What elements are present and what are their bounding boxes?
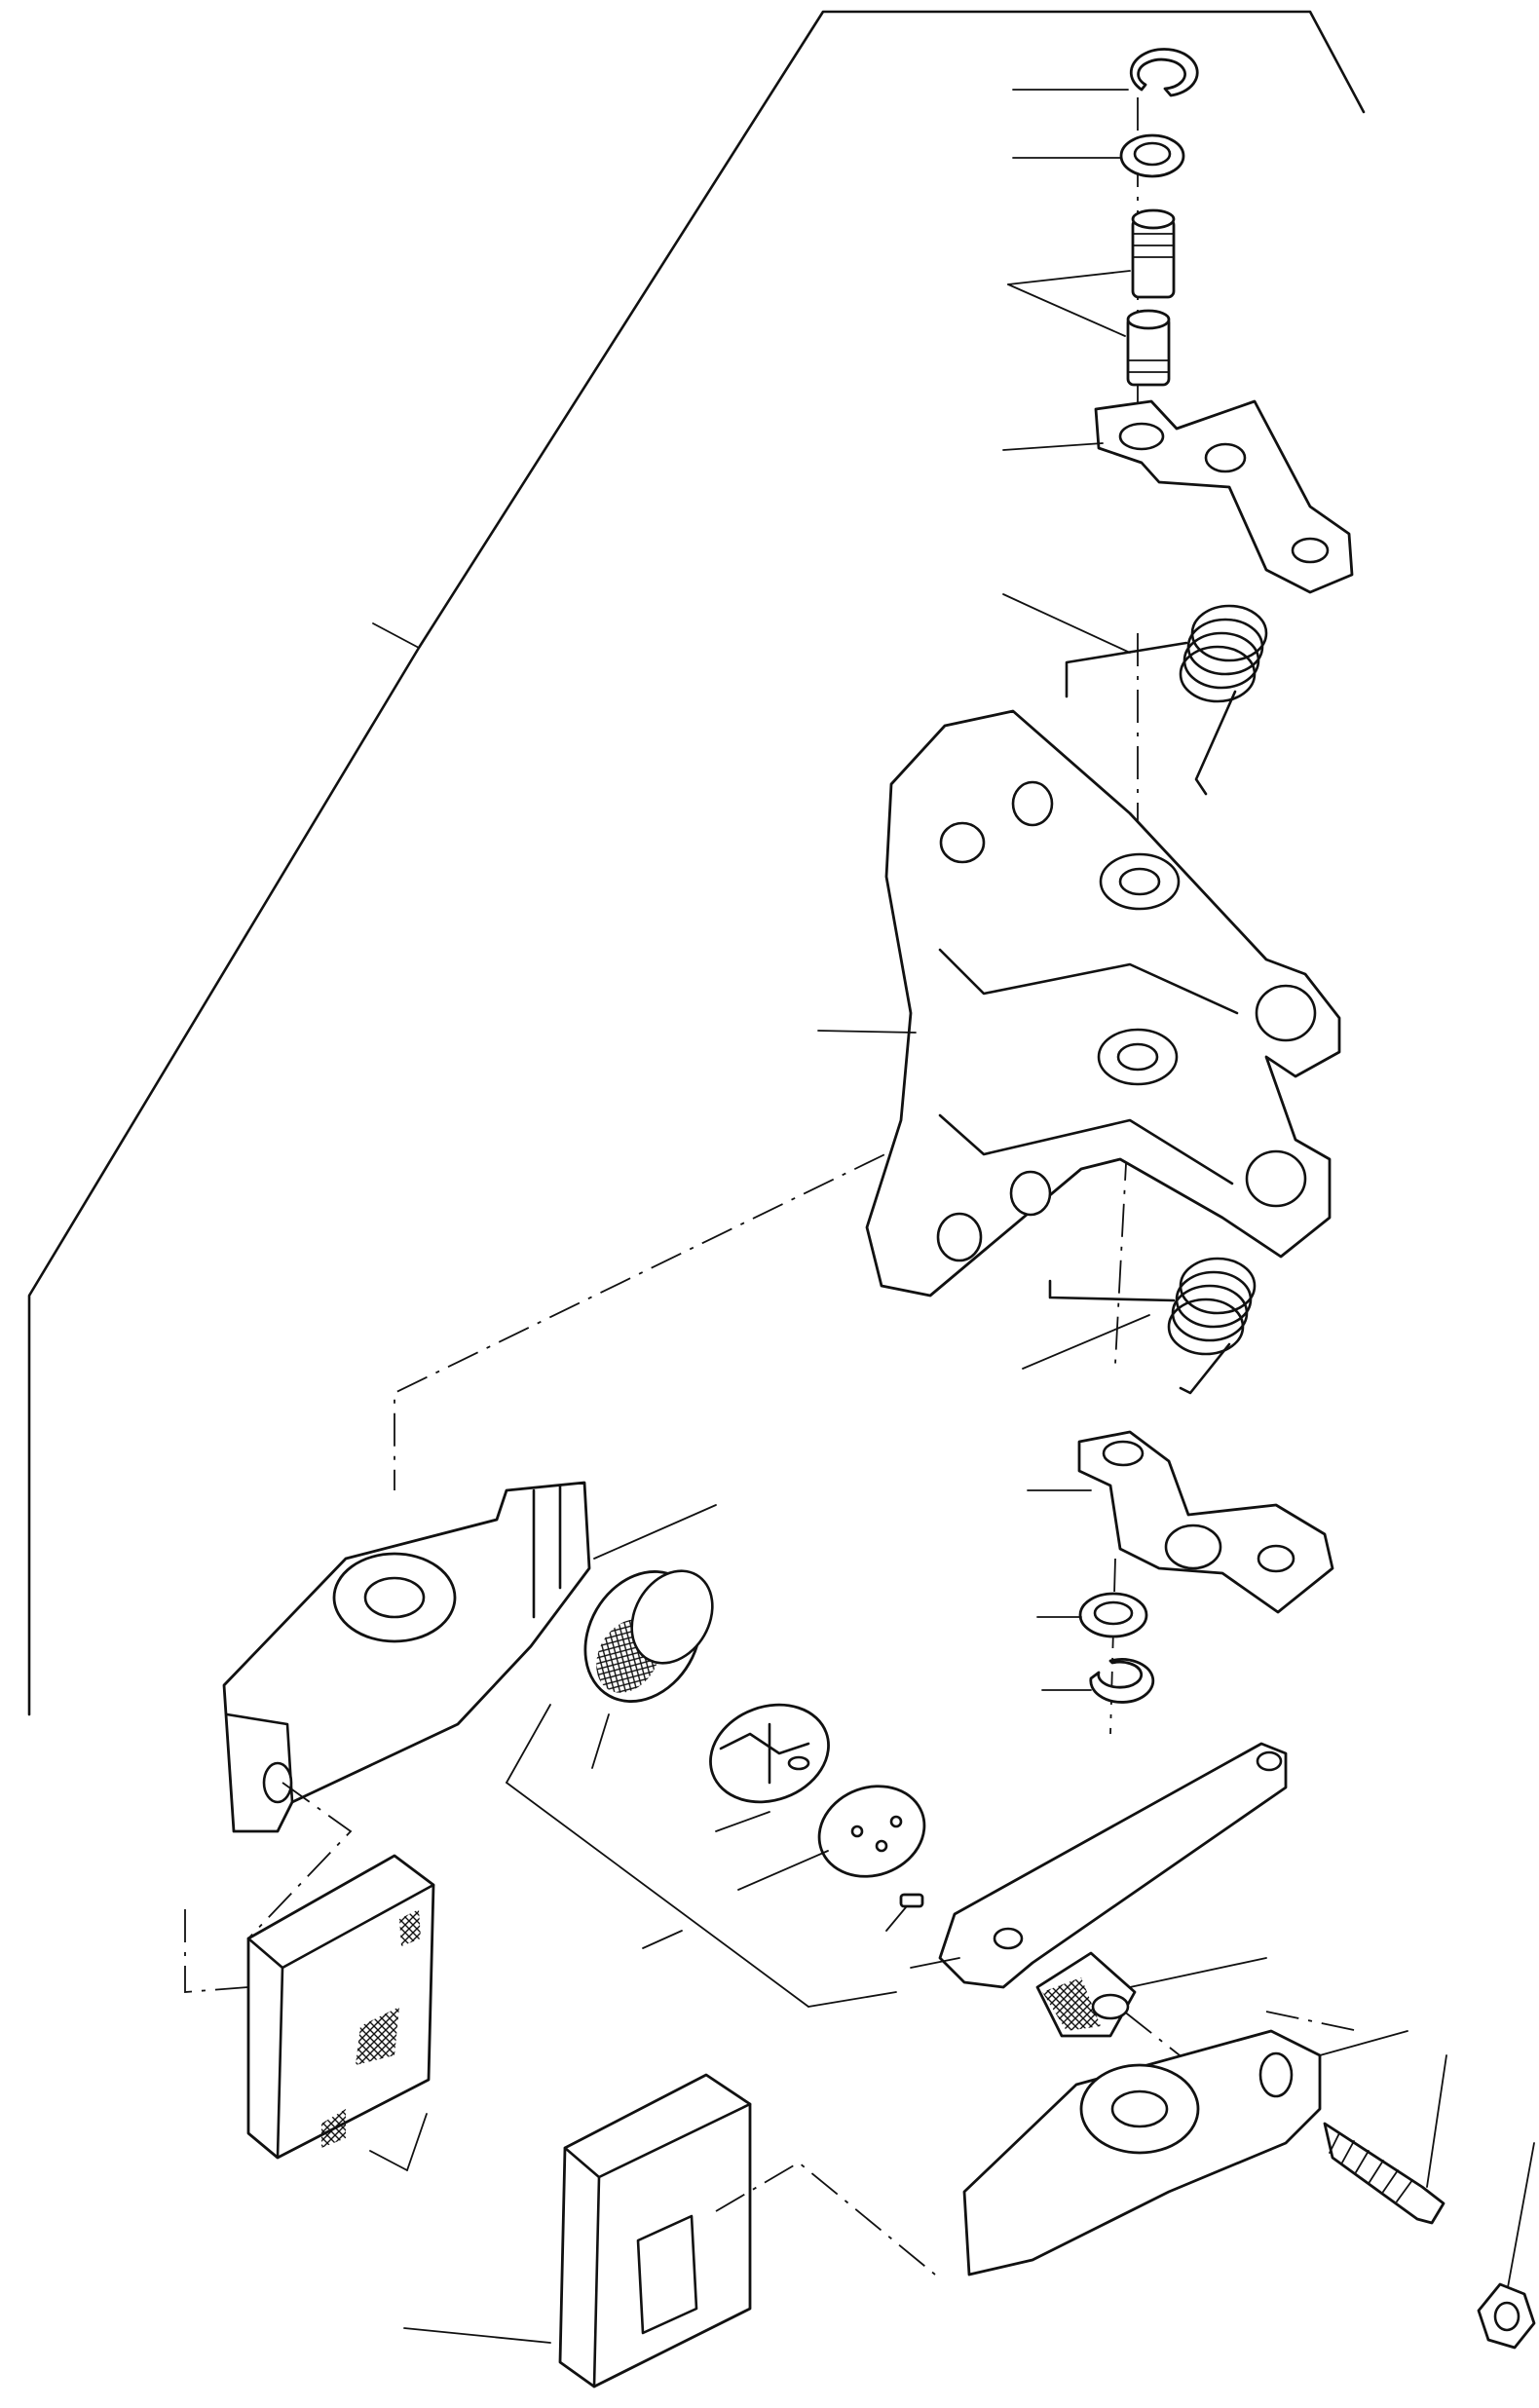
leader-lines xyxy=(184,89,1535,2344)
adjuster-cone xyxy=(1035,1951,1137,2038)
snap-ring-bottom xyxy=(1089,1658,1155,1704)
piston-boot xyxy=(583,1569,714,1703)
lever-arm xyxy=(938,1742,1288,1989)
snap-ring-top xyxy=(1129,48,1199,97)
adjusting-screw xyxy=(1323,2122,1445,2225)
upper-bracket-plate xyxy=(1094,399,1354,594)
piston xyxy=(709,1703,830,1804)
washer-bottom xyxy=(1078,1592,1148,1638)
caliper-arm-left xyxy=(222,1481,591,1833)
torsion-spring-lower xyxy=(1048,1257,1257,1395)
caliper-bracket-body xyxy=(865,709,1341,1298)
assembly-bracket-line xyxy=(27,10,1366,1716)
assembly-leader xyxy=(372,622,420,649)
lock-nut xyxy=(1477,2282,1536,2350)
brake-pad-outer xyxy=(246,1854,435,2160)
washer-top xyxy=(1119,133,1185,178)
piston-cap xyxy=(817,1785,926,1878)
lower-bracket-plate xyxy=(1077,1430,1334,1614)
pin xyxy=(899,1893,924,1908)
bushing-upper xyxy=(1131,208,1176,299)
caliper-arm-right xyxy=(962,2029,1322,2276)
bushing-lower xyxy=(1126,309,1171,387)
torsion-spring-upper xyxy=(1065,604,1268,796)
brake-pad-inner xyxy=(558,2073,752,2389)
